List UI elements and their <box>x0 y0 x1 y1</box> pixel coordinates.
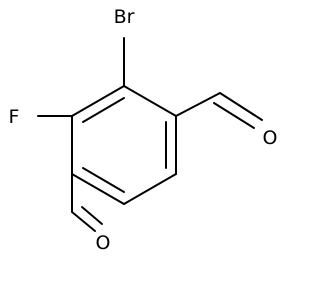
ring-bond-top-right <box>123 85 177 117</box>
oxygen-bottom-label: O <box>96 232 111 254</box>
bond-co-right-inner <box>213 102 255 129</box>
bond-c-cho-right <box>175 92 221 117</box>
bond-co-right-outer <box>219 92 263 121</box>
aldehyde-right <box>175 92 263 129</box>
bromine-label: Br <box>114 6 135 28</box>
fluorine-label: F <box>9 106 20 128</box>
ring-bond-top-left <box>71 85 125 117</box>
aldehyde-bottom <box>71 173 103 232</box>
molecule-diagram: Br F O O <box>9 6 278 254</box>
ring-bond-bottom-left <box>71 173 125 205</box>
bond-co-bottom-inner <box>81 206 103 225</box>
benzene-ring <box>71 85 177 205</box>
ring-bond-top-left-inner <box>82 97 125 123</box>
bond-co-bottom-outer <box>71 211 96 232</box>
oxygen-right-label: O <box>263 127 278 149</box>
ring-bond-bottom-left-inner <box>82 167 125 193</box>
ring-bond-bottom-right <box>123 173 177 205</box>
